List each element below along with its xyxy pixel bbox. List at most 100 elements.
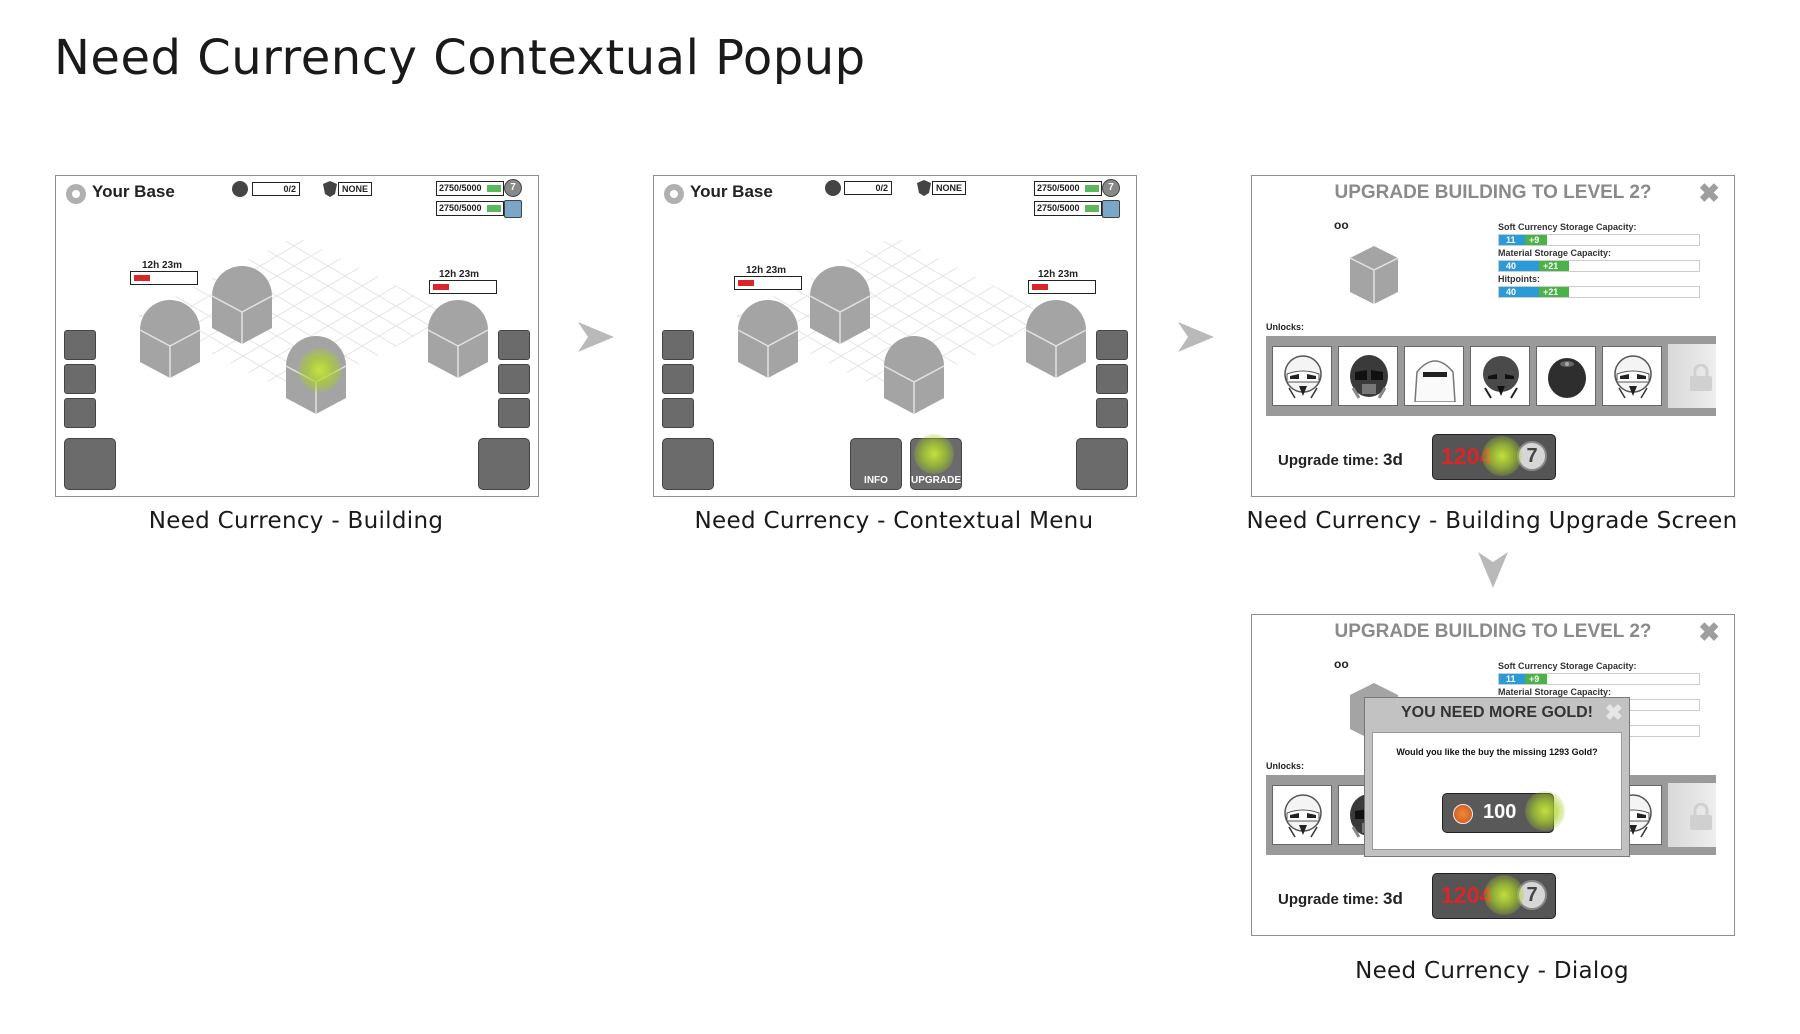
dialog-message: Would you like the buy the missing 1293 … <box>1396 747 1598 757</box>
dialog-close-icon[interactable]: ✖ <box>1604 700 1623 725</box>
building[interactable] <box>138 298 208 388</box>
tie-pilot-icon <box>1348 353 1390 400</box>
shield-icon <box>917 180 931 196</box>
building[interactable] <box>210 264 280 354</box>
soft-currency-label: Soft Currency Storage Capacity: <box>1498 222 1637 232</box>
material-label: Material Storage Capacity: <box>1498 687 1612 697</box>
page-title: Need Currency Contextual Popup <box>54 30 866 86</box>
stormtrooper-icon <box>1614 355 1652 399</box>
info-button[interactable]: INFO <box>850 438 902 490</box>
building[interactable] <box>426 298 496 388</box>
troop-count: 0/2 <box>252 182 300 196</box>
big-action-button[interactable] <box>1076 438 1128 490</box>
upgrade-time: Upgrade time: 3d <box>1278 889 1403 908</box>
troop-helmet-icon <box>232 181 248 197</box>
currency-coin-icon: 7 <box>504 179 522 197</box>
locked-unlock-card <box>1668 783 1716 847</box>
build-timer-label: 12h 23m <box>142 260 183 271</box>
stormtrooper-icon <box>1284 355 1322 399</box>
need-gold-dialog: YOU NEED MORE GOLD! ✖ Would you like the… <box>1364 697 1630 857</box>
soft-currency-bar: 11 +9 <box>1498 234 1700 246</box>
side-button[interactable] <box>64 330 96 360</box>
base-title: Your Base <box>690 182 773 201</box>
resource-bar-1: 2750/5000 <box>1034 181 1102 196</box>
building[interactable] <box>1024 298 1094 388</box>
tap-indicator <box>1484 875 1524 915</box>
side-button[interactable] <box>498 330 530 360</box>
big-action-button[interactable] <box>478 438 530 490</box>
troop-helmet-icon <box>825 180 841 196</box>
resource-bar-1: 2750/5000 <box>436 181 504 196</box>
big-action-button[interactable] <box>662 438 714 490</box>
side-button[interactable] <box>662 364 694 394</box>
unlocks-strip <box>1266 336 1716 416</box>
resource-bar-2: 2750/5000 <box>1034 201 1102 216</box>
iso-grid <box>136 236 456 396</box>
build-timer-bar <box>734 276 802 290</box>
empire-logo-icon <box>66 184 86 204</box>
caption-building: Need Currency - Building <box>148 508 444 534</box>
material-label: Material Storage Capacity: <box>1498 248 1612 258</box>
unlock-card[interactable] <box>1272 785 1332 845</box>
side-button[interactable] <box>1096 398 1128 428</box>
lock-icon <box>1690 364 1712 391</box>
shield-icon <box>323 181 337 197</box>
unlock-card[interactable] <box>1602 346 1662 406</box>
stormtrooper-icon <box>1284 794 1322 838</box>
build-timer-bar <box>429 280 497 294</box>
caption-contextual-menu: Need Currency - Contextual Menu <box>694 508 1094 534</box>
shield-status: NONE <box>338 182 373 196</box>
caption-dialog: Need Currency - Dialog <box>1355 958 1629 984</box>
side-button[interactable] <box>662 398 694 428</box>
close-icon[interactable]: ✖ <box>1698 178 1720 208</box>
build-timer-label: 12h 23m <box>1038 269 1079 280</box>
material-cube-icon <box>1102 200 1120 218</box>
unlock-card[interactable] <box>1272 346 1332 406</box>
unlocks-label: Unlocks: <box>1266 761 1305 771</box>
tap-indicator <box>914 434 954 474</box>
side-button[interactable] <box>1096 330 1128 360</box>
base-title: Your Base <box>92 182 175 201</box>
side-button[interactable] <box>1096 364 1128 394</box>
shield-status: NONE <box>932 181 967 195</box>
close-icon[interactable]: ✖ <box>1698 617 1720 647</box>
tap-indicator <box>1482 436 1522 476</box>
unlock-card[interactable] <box>1470 346 1530 406</box>
building-preview <box>1349 246 1399 304</box>
tap-indicator <box>298 348 342 392</box>
side-button[interactable] <box>498 398 530 428</box>
flow-arrow-right-icon <box>578 322 614 352</box>
dialog-body: Would you like the buy the missing 1293 … <box>1372 732 1622 850</box>
building[interactable] <box>808 264 878 354</box>
side-button[interactable] <box>662 330 694 360</box>
locked-unlock-card <box>1668 344 1716 408</box>
upgrade-time: Upgrade time: 3d <box>1278 450 1403 469</box>
unlocks-label: Unlocks: <box>1266 322 1305 332</box>
unlock-card[interactable] <box>1404 346 1464 406</box>
build-timer-bar <box>130 271 198 285</box>
side-button[interactable] <box>498 364 530 394</box>
frame-building: Your Base 0/2 NONE 2750/5000 7 2750/5000… <box>55 175 539 497</box>
side-button[interactable] <box>64 398 96 428</box>
upgrade-title: UPGRADE BUILDING TO LEVEL 2? <box>1334 621 1652 642</box>
snowtrooper-icon <box>1414 360 1456 402</box>
building-selected[interactable] <box>882 334 952 424</box>
level-marker: oo <box>1334 218 1349 232</box>
level-marker: oo <box>1334 657 1349 671</box>
flow-arrow-right-icon <box>1178 322 1214 352</box>
unlock-card[interactable] <box>1338 346 1398 406</box>
side-button[interactable] <box>64 364 96 394</box>
unlock-card[interactable] <box>1536 346 1596 406</box>
soft-currency-label: Soft Currency Storage Capacity: <box>1498 661 1637 671</box>
build-timer-label: 12h 23m <box>439 269 480 280</box>
hitpoints-label: Hitpoints: <box>1498 274 1540 284</box>
building[interactable] <box>736 298 806 388</box>
tap-indicator <box>1525 791 1565 831</box>
big-action-button[interactable] <box>64 438 116 490</box>
resource-bar-2: 2750/5000 <box>436 201 504 216</box>
dark-trooper-icon <box>1482 355 1520 399</box>
frame-upgrade-screen: UPGRADE BUILDING TO LEVEL 2? ✖ oo Soft C… <box>1251 175 1735 497</box>
soft-currency-bar: 11 +9 <box>1498 673 1700 685</box>
hitpoints-bar: 40 +21 <box>1498 286 1700 298</box>
upgrade-cost: 1204 <box>1441 882 1493 908</box>
